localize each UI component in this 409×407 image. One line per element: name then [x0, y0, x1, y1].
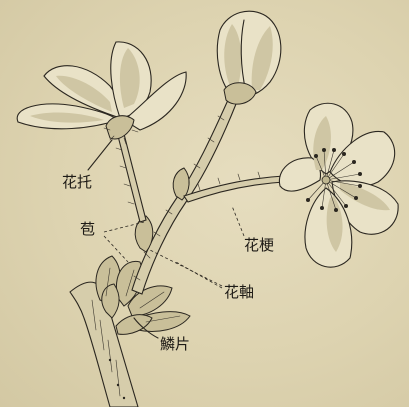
receptacle-leader — [88, 140, 112, 170]
top-bud — [217, 11, 281, 104]
receptacle-label: 花托 — [62, 175, 92, 190]
peduncle-label: 花軸 — [224, 285, 254, 300]
pedicel-leader — [232, 206, 244, 236]
open-flower — [279, 103, 398, 267]
left-flower — [17, 42, 186, 144]
pedicel-label: 花梗 — [244, 238, 274, 253]
bract-label: 苞 — [80, 222, 95, 237]
left-pedicel — [116, 134, 146, 222]
bud-scale-label: 鱗片 — [160, 337, 190, 352]
peduncle-leader-2 — [176, 262, 222, 288]
